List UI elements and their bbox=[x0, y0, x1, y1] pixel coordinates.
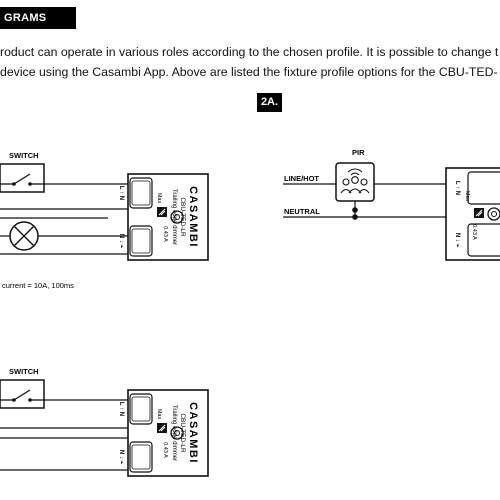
device-max-label: Max bbox=[156, 193, 162, 204]
casambi-device-1: CASAMBI CBU-TED-LR Trailing edge dimmer … bbox=[118, 173, 209, 261]
section-header-title: GRAMS bbox=[4, 12, 47, 24]
terminal-label-top: L ↑ N bbox=[118, 186, 124, 200]
switch-icon bbox=[0, 163, 45, 193]
terminal-label-top: L ↑ N bbox=[118, 402, 124, 416]
section-header: GRAMS bbox=[0, 7, 76, 29]
device-max-label: Max bbox=[464, 191, 470, 202]
intro-line-2: device using the Casambi App. Above are … bbox=[0, 65, 498, 79]
inrush-current-note: current = 10A, 100ms bbox=[2, 281, 74, 290]
terminal-label-bottom: N ↓ ⌁ bbox=[118, 234, 124, 249]
device-description: Trailing edge dimmer bbox=[171, 405, 177, 461]
device-description: Trailing edge dimmer bbox=[171, 189, 177, 245]
line-hot-label: LINE/HOT bbox=[284, 174, 319, 183]
diagram-switch-lamp: SWITCH current = 10A, 100ms CASAMBI CBU-… bbox=[0, 151, 209, 290]
device-model: CBU-TED-LR bbox=[179, 413, 186, 453]
device-max-value: 0.43 A bbox=[471, 224, 477, 240]
switch-icon bbox=[0, 379, 45, 409]
intro-line-1: roduct can operate in various roles acco… bbox=[0, 45, 499, 59]
diagram-pir: PIR LINE/HOT NEUTRAL L ↑ N N ↓ ⌁ Max bbox=[283, 148, 500, 261]
pir-sensor-icon bbox=[335, 162, 375, 202]
diagram-switch-bottom: SWITCH CASAMBI CBU-TED-LR Trailing edge … bbox=[0, 367, 209, 477]
terminal-label-bottom: N ↓ ⌁ bbox=[454, 233, 460, 248]
pir-label: PIR bbox=[352, 148, 365, 157]
intro-text: roduct can operate in various roles acco… bbox=[0, 42, 500, 82]
lamp-icon bbox=[9, 221, 39, 251]
terminal-label-bottom: N ↓ ⌁ bbox=[118, 450, 124, 465]
device-brand: CASAMBI bbox=[187, 186, 199, 248]
terminal-label-top: L ↑ N bbox=[454, 181, 460, 195]
switch-label: SWITCH bbox=[9, 367, 39, 376]
device-brand: CASAMBI bbox=[187, 402, 199, 464]
device-max-label: Max bbox=[156, 409, 162, 420]
device-max-value: 0.43 A bbox=[162, 442, 168, 458]
casambi-device-2a: L ↑ N N ↓ ⌁ Max 0.43 A bbox=[445, 167, 500, 261]
switch-label: SWITCH bbox=[9, 151, 39, 160]
device-max-value: 0.43 A bbox=[162, 226, 168, 242]
device-model: CBU-TED-LR bbox=[179, 197, 186, 237]
section-badge-2a: 2A. bbox=[257, 93, 282, 112]
neutral-label: NEUTRAL bbox=[284, 207, 320, 216]
casambi-device-3: CASAMBI CBU-TED-LR Trailing edge dimmer … bbox=[118, 389, 209, 477]
